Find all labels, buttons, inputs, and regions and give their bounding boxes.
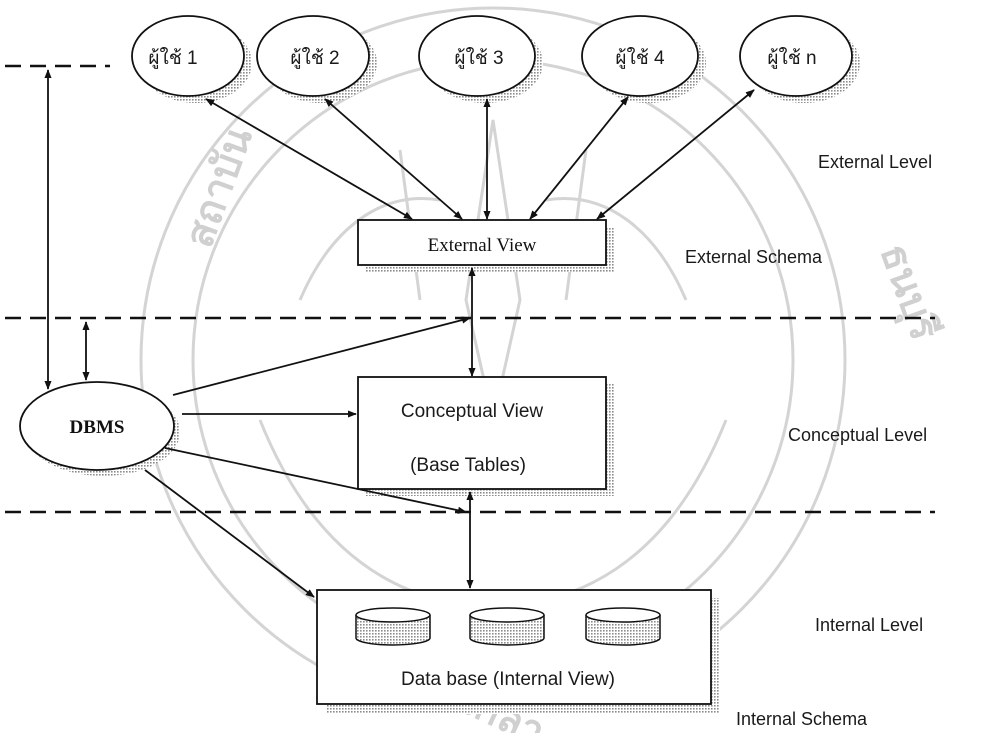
user-n-label: ผู้ใช้ n [767,47,816,69]
conceptual-view-label: Conceptual View [401,401,544,422]
user-n: ผู้ใช้ n [739,15,860,103]
database-cylinder-icon [585,607,661,646]
database-cylinder-icon [469,607,545,646]
user-3-label: ผู้ใช้ 3 [454,47,503,69]
user-4-label: ผู้ใช้ 4 [615,47,665,69]
internal-level-label: Internal Level [815,615,923,635]
user-2-label: ผู้ใช้ 2 [290,47,339,69]
arrow-dbms-internal-separator [164,447,467,514]
external-view-box: External View [357,219,614,272]
external-level-label: External Level [818,152,932,172]
database-label: Data base (Internal View) [401,669,615,690]
level-labels: External Level External Schema Conceptua… [685,152,932,729]
user-4: ผู้ใช้ 4 [581,15,706,103]
dbms-label: DBMS [70,417,125,438]
arrow-usern-external [596,89,755,220]
database-box: Data base (Internal View) [316,589,720,714]
arrow-user2-external [324,98,463,220]
user-2: ผู้ใช้ 2 [256,15,377,103]
arrow-dbms-database [144,469,315,598]
connector-arrows [44,69,755,598]
dbms-ellipse: DBMS [19,381,180,476]
user-1-label: ผู้ใช้ 1 [148,47,197,69]
base-tables-label: (Base Tables) [410,455,526,476]
user-1: ผู้ใช้ 1 [131,15,252,103]
user-ellipses: ผู้ใช้ 1 ผู้ใช้ 2 ผู้ใช้ 3 ผู้ใช้ 4 ผู้ใ… [131,15,860,103]
external-schema-label: External Schema [685,247,823,267]
internal-schema-label: Internal Schema [736,709,868,729]
svg-text:ธนบุรี: ธนบุรี [869,238,948,348]
external-view-label: External View [428,235,537,256]
conceptual-view-box: Conceptual View (Base Tables) [357,376,614,496]
database-cylinder-icon [355,607,431,646]
user-3: ผู้ใช้ 3 [418,15,543,103]
arrow-dbms-separator [172,316,471,396]
conceptual-level-label: Conceptual Level [788,425,927,445]
